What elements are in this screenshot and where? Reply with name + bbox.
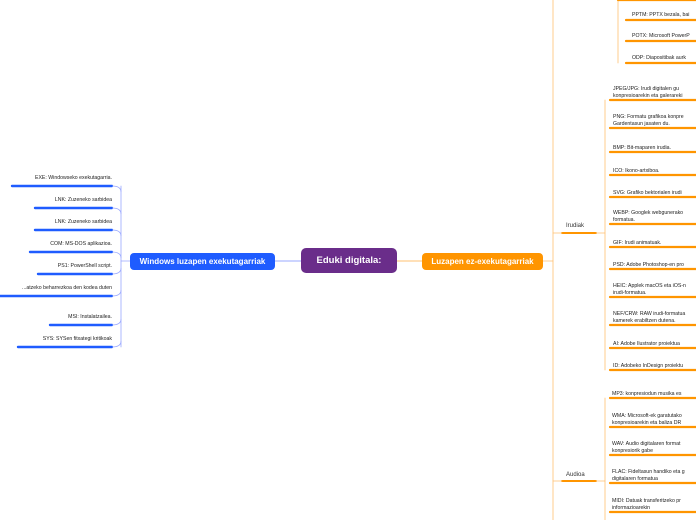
leaf-text-line: ICO: Ikono-artxiboa.: [613, 167, 660, 174]
subtopic-irudiak[interactable]: Irudiak: [566, 223, 585, 229]
left-leaf-item[interactable]: PS1: PowerShell script.: [57, 263, 112, 269]
leaf-text-line: GIF: Irudi animatuak.: [613, 239, 662, 246]
leaf-text-line: PSD: Adobe Photoshop-en pro: [613, 261, 684, 268]
leaf-text-line: MP3: konpresiodun musika es: [612, 390, 682, 397]
leaf-text-line: informazioarekin: [612, 504, 651, 511]
leaf-text-line: WEBP: Googlek webgunerako: [613, 210, 684, 217]
left-leaf-link: [111, 289, 122, 297]
left-leaf-link: [111, 229, 122, 237]
subtopic-audioa[interactable]: Audioa: [566, 472, 585, 478]
leaf-text-line: BMP: Bit-maparen irudia.: [613, 144, 671, 151]
leaf-text-line: HEIC: Applek macOS eta iOS-n: [613, 283, 686, 290]
left-leaf-item[interactable]: COM: MS-DOS aplikazioa.: [50, 241, 112, 247]
left-leaf-item[interactable]: SYS: SYSen fitxategi kritikoak: [42, 336, 112, 342]
leaf-text-line: kamerek erabiltzen dutena.: [613, 317, 676, 324]
irudiak-leaf-item[interactable]: PSD: Adobe Photoshop-en pro: [613, 262, 684, 268]
leaf-text-line: Gardentasun jasaten du.: [613, 120, 670, 127]
right-top-leaf-item[interactable]: POTX: Microsoft PowerP: [632, 33, 690, 39]
left-leaf-link: [111, 251, 122, 259]
leaf-text-line: SVG: Grafiko bektorialen irudi: [613, 189, 682, 196]
leaf-text-line: formatua.: [613, 216, 635, 223]
irudiak-leaf-item[interactable]: SVG: Grafiko bektorialen irudi: [613, 190, 682, 196]
leaf-text-line: AI: Adobe Ilustrator proiektua: [613, 340, 680, 347]
irudiak-leaf-item[interactable]: AI: Adobe Ilustrator proiektua: [613, 341, 680, 347]
central-topic[interactable]: Eduki digitala:: [301, 248, 397, 273]
right-top-leaf-item[interactable]: PPTM: PPTX bezala, bai: [632, 12, 690, 18]
left-leaf-link: [111, 185, 122, 193]
leaf-text-line: MIDI: Datuak transferitzeko pr: [612, 498, 681, 505]
leaf-text-line: FLAC: Fideltasun handiko eta g: [612, 469, 685, 476]
irudiak-leaf-item[interactable]: GIF: Irudi animatuak.: [613, 240, 661, 246]
left-leaf-link: [111, 207, 122, 215]
left-leaf-item[interactable]: EXE: Windowseko exekutagarria.: [35, 175, 112, 181]
leaf-text-line: konpresiorik gabe: [612, 447, 653, 454]
leaf-text-line: WMA: Microsoft-ek garatutako: [612, 413, 682, 420]
irudiak-leaf-item[interactable]: BMP: Bit-maparen irudia.: [613, 145, 671, 151]
right-main-topic[interactable]: Luzapen ez-exekutagarriak: [422, 253, 543, 270]
leaf-text-line: irudi-formatua.: [613, 289, 647, 296]
audioa-leaf-item[interactable]: MP3: konpresiodun musika es: [612, 391, 682, 397]
left-main-topic[interactable]: Windows luzapen exekutagarriak: [130, 253, 275, 270]
irudiak-leaf-item[interactable]: ICO: Ikono-artxiboa.: [613, 168, 659, 174]
leaf-text-line: PNG: Formatu grafikoa konpre: [613, 114, 684, 121]
right-top-leaf-item[interactable]: ODP: Diapositibak aurk: [632, 55, 686, 61]
left-leaf-item[interactable]: LNK: Zuzeneko sarbidea: [54, 219, 112, 225]
left-leaf-link: [111, 267, 122, 275]
left-leaf-link: [111, 340, 122, 348]
irudiak-leaf-item[interactable]: ID: Adobeko InDesign proiektu: [613, 363, 683, 369]
leaf-text-line: JPEG/JPG: Irudi digitalen gu: [613, 86, 680, 93]
left-leaf-item[interactable]: LNK: Zuzeneko sarbidea: [54, 197, 112, 203]
left-leaf-link: [111, 318, 122, 326]
leaf-text-line: konpresioarekin eta galerareki: [613, 92, 683, 99]
leaf-text-line: digitalaren formatua: [612, 475, 658, 482]
left-leaf-item[interactable]: ...atzeko beharrezkoa den kodea duten: [22, 285, 112, 291]
leaf-text-line: konpresioarekin eta baliza DR: [612, 419, 682, 426]
leaf-text-line: ID: Adobeko InDesign proiektu: [613, 362, 684, 369]
leaf-text-line: NEF/CRW: RAW irudi-formatua: [613, 311, 686, 318]
left-leaf-item[interactable]: MSI: Instalatzailea.: [68, 314, 112, 320]
leaf-text-line: WAV: Audio digitalaren format: [612, 441, 681, 448]
